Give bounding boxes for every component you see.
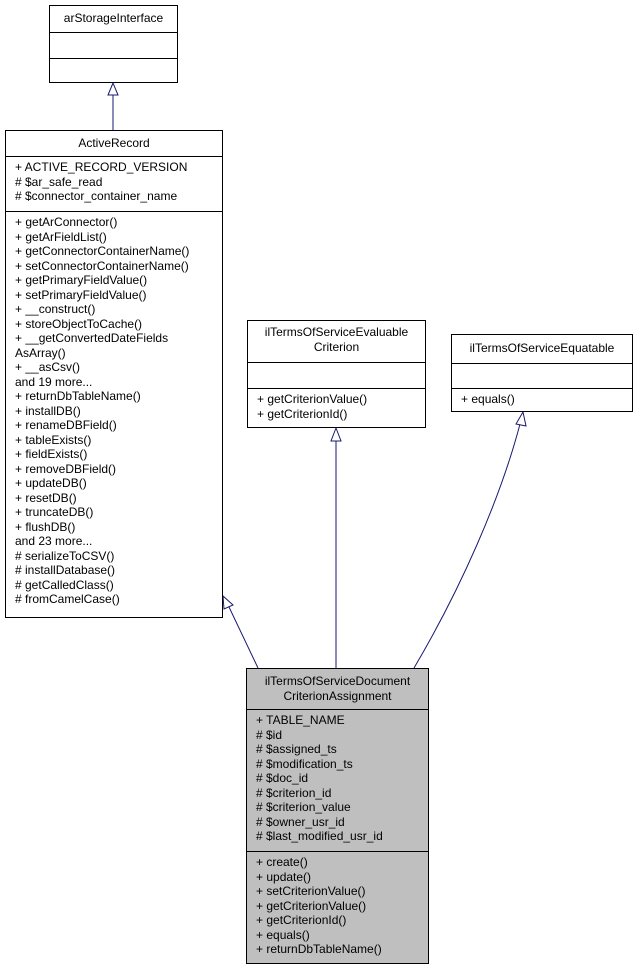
- class-equatable[interactable]: ilTermsOfServiceEquatable + equals(): [451, 334, 633, 412]
- method-item: + equals(): [256, 927, 310, 942]
- method-item: + __getConvertedDateFields: [15, 331, 169, 345]
- method-item: + equals(): [461, 392, 515, 406]
- attribute-item: # $last_modified_usr_id: [256, 829, 383, 843]
- method-item: + getConnectorContainerName(): [15, 244, 190, 258]
- class-document-criterion-assignment[interactable]: ilTermsOfServiceDocument CriterionAssign…: [246, 668, 429, 964]
- methods-section: + getCriterionValue() + getCriterionId(): [248, 388, 425, 424]
- arrowhead-equatable: [515, 410, 527, 427]
- method-item: + removeDBField(): [15, 461, 117, 476]
- arrowhead-arstorageinterface: [107, 81, 119, 96]
- method-item: # fromCamelCase(): [15, 592, 120, 606]
- edge-assignment-to-activerecord: [228, 606, 259, 669]
- method-item: + truncateDB(): [15, 505, 94, 519]
- attribute-item: # $connector_container_name: [15, 189, 178, 203]
- methods-section: + getArConnector() + getArFieldList() + …: [6, 211, 222, 610]
- attributes-section: + ACTIVE_RECORD_VERSION # $ar_safe_read …: [6, 156, 222, 211]
- method-item: + __construct(): [15, 302, 96, 316]
- class-title-line: ilTermsOfServiceEvaluable: [264, 325, 409, 339]
- method-item: + returnDbTableName(): [256, 942, 382, 956]
- class-title-line: ilTermsOfServiceEquatable: [469, 341, 615, 355]
- method-item: + setCriterionValue(): [256, 884, 366, 898]
- arrowhead-activerecord: [222, 594, 234, 610]
- attribute-item: # $ar_safe_read: [15, 174, 103, 189]
- class-title-line: ActiveRecord: [78, 136, 150, 150]
- attribute-item: # $owner_usr_id: [256, 814, 345, 829]
- method-item: + getCriterionValue(): [257, 392, 368, 406]
- class-evaluable-criterion[interactable]: ilTermsOfServiceEvaluable Criterion + ge…: [247, 320, 426, 428]
- method-item: + resetDB(): [15, 490, 77, 505]
- method-item: + storeObjectToCache(): [15, 316, 143, 331]
- class-title-line: Criterion: [313, 340, 360, 354]
- method-item: + getArFieldList(): [15, 229, 107, 244]
- more-methods-link[interactable]: and 23 more...: [15, 534, 93, 548]
- method-item: # serializeToCSV(): [15, 548, 115, 563]
- class-title-line: CriterionAssignment: [283, 689, 392, 703]
- method-item: + getPrimaryFieldValue(): [15, 273, 148, 287]
- method-item: + flushDB(): [15, 519, 76, 534]
- method-item: + setPrimaryFieldValue(): [15, 287, 147, 302]
- method-item: + __asCsv(): [15, 360, 81, 374]
- class-active-record[interactable]: ActiveRecord + ACTIVE_RECORD_VERSION # $…: [5, 130, 223, 618]
- method-item: + tableExists(): [15, 432, 92, 447]
- method-item: # installDatabase(): [15, 563, 116, 577]
- method-item: + getCriterionId(): [256, 913, 347, 927]
- method-item: + getCriterionId(): [257, 406, 348, 421]
- method-item: + fieldExists(): [15, 447, 88, 461]
- methods-section: + equals(): [452, 388, 632, 410]
- attribute-item: # $modification_ts: [256, 756, 353, 771]
- more-methods-link[interactable]: and 19 more...: [15, 374, 93, 389]
- class-title: ilTermsOfServiceEvaluable Criterion: [248, 321, 425, 362]
- method-item: + create(): [256, 855, 308, 869]
- attributes-section: [248, 362, 425, 388]
- method-item: + setConnectorContainerName(): [15, 258, 189, 273]
- method-item: + installDB(): [15, 403, 81, 418]
- method-item: + renameDBField(): [15, 418, 117, 432]
- edge-assignment-to-equatable: [413, 423, 521, 669]
- method-item-continuation: AsArray(): [15, 345, 66, 360]
- method-item: + update(): [256, 869, 312, 884]
- class-title: ilTermsOfServiceDocument CriterionAssign…: [247, 669, 428, 709]
- attributes-section: [50, 32, 177, 58]
- attribute-item: # $assigned_ts: [256, 742, 337, 756]
- class-title-line: ilTermsOfServiceDocument: [264, 674, 411, 688]
- arrowhead-evaluable: [330, 426, 342, 442]
- methods-section: + create() + update() + setCriterionValu…: [247, 851, 428, 960]
- attribute-item: # $doc_id: [256, 771, 309, 785]
- attribute-item: + TABLE_NAME: [256, 713, 345, 727]
- method-item: + getArConnector(): [15, 215, 118, 229]
- method-item: # getCalledClass(): [15, 577, 114, 592]
- class-title: ilTermsOfServiceEquatable: [452, 335, 632, 363]
- class-ar-storage-interface[interactable]: arStorageInterface: [49, 5, 178, 83]
- attribute-item: # $id: [256, 727, 283, 742]
- attributes-section: + TABLE_NAME # $id # $assigned_ts # $mod…: [247, 709, 428, 851]
- class-title: ActiveRecord: [6, 131, 222, 156]
- class-title-line: arStorageInterface: [63, 11, 164, 25]
- method-item: + getCriterionValue(): [256, 898, 367, 913]
- methods-section: [50, 58, 177, 82]
- method-item: + updateDB(): [15, 476, 87, 490]
- class-title: arStorageInterface: [50, 6, 177, 32]
- attribute-item: # $criterion_value: [256, 800, 351, 814]
- attributes-section: [452, 363, 632, 388]
- attribute-item: + ACTIVE_RECORD_VERSION: [15, 160, 188, 174]
- method-item: + returnDbTableName(): [15, 389, 141, 403]
- attribute-item: # $criterion_id: [256, 785, 332, 800]
